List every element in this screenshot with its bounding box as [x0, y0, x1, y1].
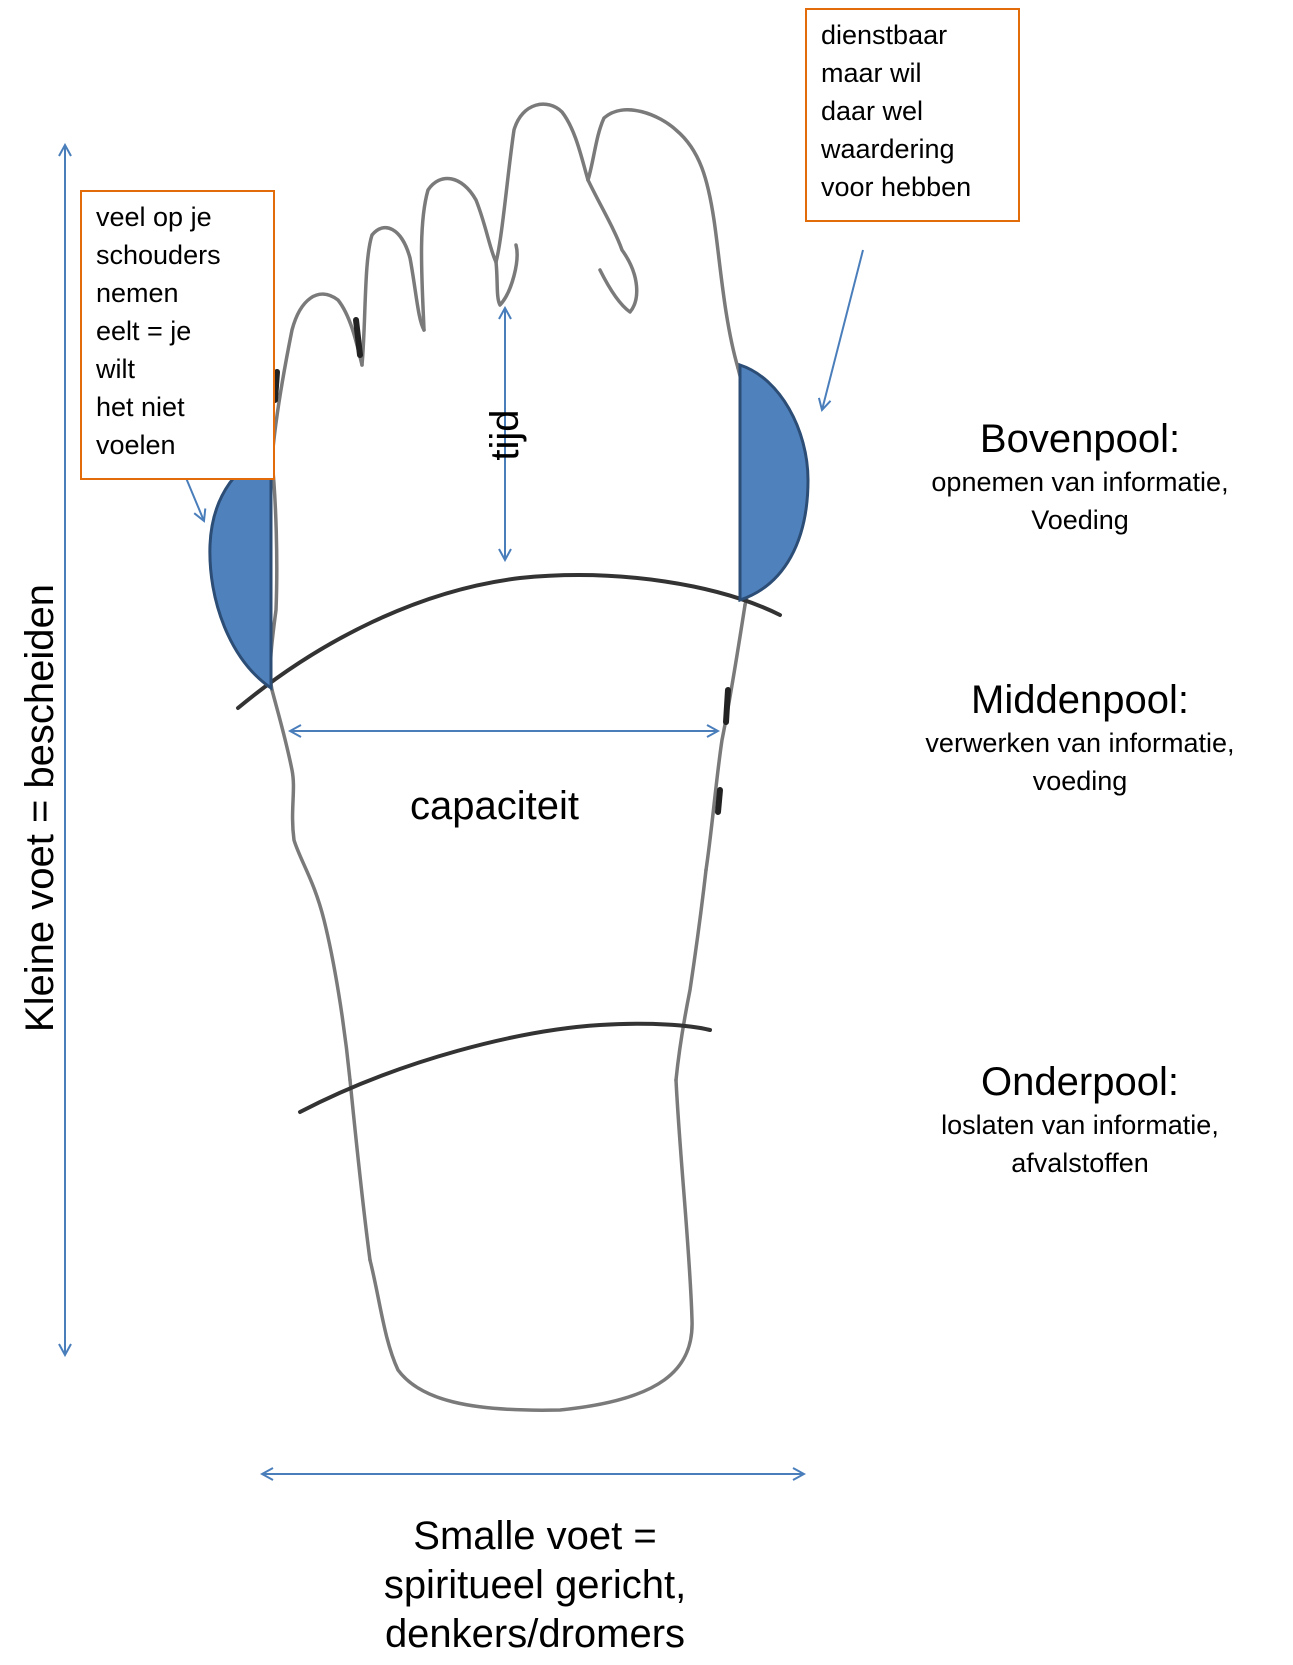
capaciteit-label: capaciteit	[410, 782, 610, 830]
bottom-label: Smalle voet = spiritueel gericht, denker…	[330, 1512, 740, 1659]
middle-pole: Middenpool: verwerken van informatie, vo…	[870, 676, 1290, 800]
upper-zone-line	[238, 575, 780, 708]
top-pole-desc: opnemen van informatie, Voeding	[870, 463, 1290, 539]
right-note-pointer	[822, 250, 863, 410]
middle-pole-desc: verwerken van informatie, voeding	[870, 724, 1290, 800]
lower-zone-line	[300, 1024, 710, 1112]
left-note: veel op je schouders nemen eelt = je wil…	[80, 190, 275, 480]
middle-pole-title: Middenpool:	[870, 676, 1290, 724]
bottom-pole-title: Onderpool:	[870, 1058, 1290, 1106]
bottom-pole-desc: loslaten van informatie, afvalstoffen	[870, 1106, 1290, 1182]
left-callus-shape	[210, 455, 271, 688]
foot-outline	[270, 104, 758, 1410]
tijd-label: tijd	[480, 395, 530, 475]
right-callus-shape	[740, 365, 808, 600]
zone-lines	[238, 575, 780, 1112]
bottom-pole: Onderpool: loslaten van informatie, afva…	[870, 1058, 1290, 1182]
right-note: dienstbaar maar wil daar wel waardering …	[805, 8, 1020, 222]
top-pole: Bovenpool: opnemen van informatie, Voedi…	[870, 415, 1290, 539]
top-pole-title: Bovenpool:	[870, 415, 1290, 463]
vertical-label: Kleine voet = bescheiden	[15, 553, 65, 1063]
